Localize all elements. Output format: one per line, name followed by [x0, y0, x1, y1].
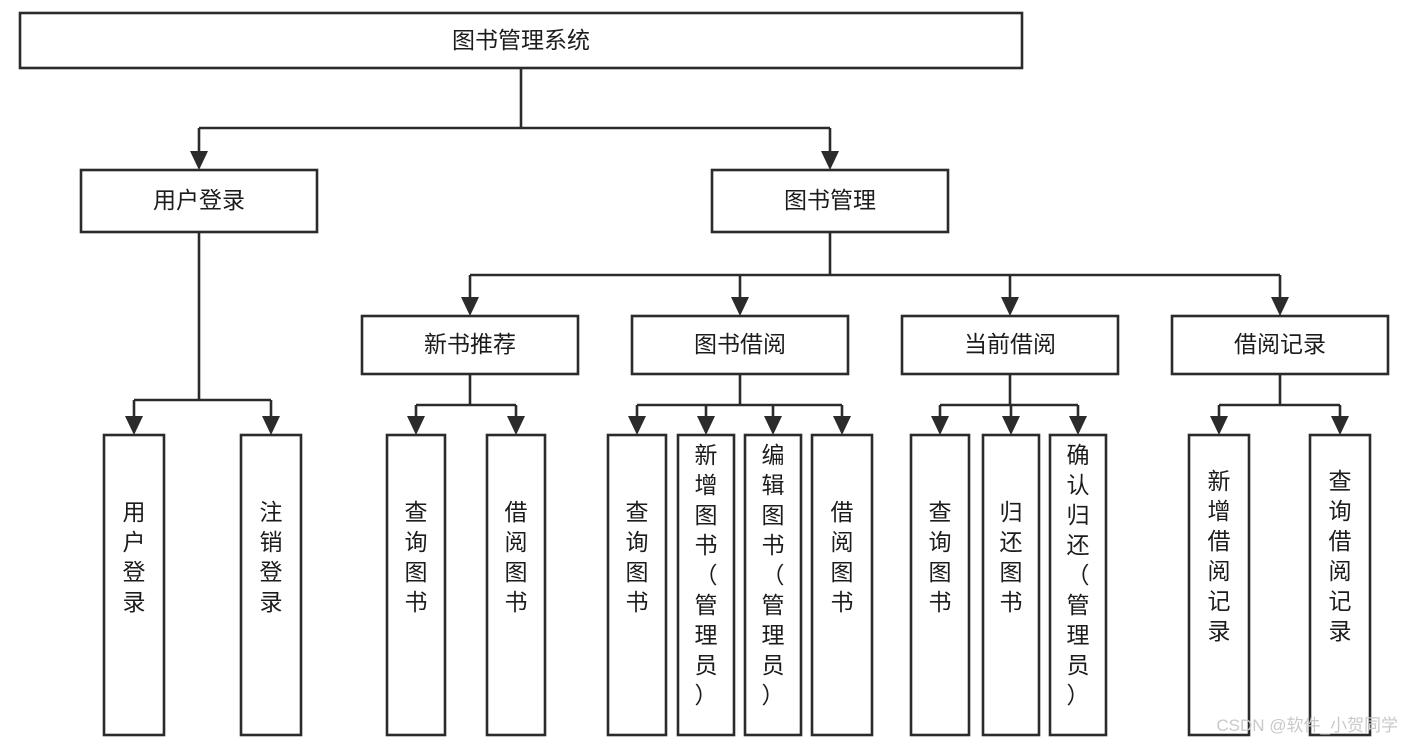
arrow-record-to-leaf-2 — [1331, 416, 1349, 435]
leaf-node-add-book-admin-label: 新增图书（管理员） — [695, 442, 718, 708]
leaf-node-query-book-rec-box — [385, 433, 447, 737]
leaf-node-return-book[interactable]: 归还图书 — [981, 433, 1041, 737]
leaf-node-add-book-admin-box — [676, 433, 736, 737]
arrow-newbook-to-leaf-2 — [507, 416, 525, 435]
arrow-bookmgmt-to-newbook — [461, 297, 479, 316]
leaf-node-add-borrow-record-box — [1187, 433, 1251, 737]
leaf-node-edit-book-admin-box — [743, 433, 803, 737]
node-book-borrow-box — [630, 314, 850, 376]
node-borrow-record-box — [1170, 314, 1390, 376]
arrow-newbook-to-leaf-1 — [407, 416, 425, 435]
leaf-node-borrow-book-label: 借阅图书 — [831, 499, 854, 615]
node-book-management-box — [710, 168, 950, 234]
leaf-node-borrow-book-rec[interactable]: 借阅图书 — [485, 433, 547, 737]
leaf-node-query-book-borrow-box — [606, 433, 668, 737]
arrow-borrow-to-leaf-1 — [628, 416, 646, 435]
leaf-node-query-book-current[interactable]: 查询图书 — [909, 433, 971, 737]
arrow-bookmgmt-to-record — [1271, 297, 1289, 316]
leaf-node-return-book-box — [981, 433, 1041, 737]
leaf-node-add-borrow-record-label: 新增借阅记录 — [1208, 468, 1231, 644]
connector-group-book-mgmt — [461, 232, 1289, 316]
leaf-node-confirm-return-admin-box — [1048, 433, 1108, 737]
node-borrow-record-label: 借阅记录 — [1234, 331, 1326, 357]
connector-group-new-book — [407, 374, 525, 435]
connector-group-borrow — [628, 374, 851, 435]
leaf-node-logout[interactable]: 注销登录 — [239, 433, 303, 737]
leaf-node-borrow-book-rec-label: 借阅图书 — [505, 499, 528, 615]
node-book-borrow[interactable]: 图书借阅 — [630, 314, 850, 376]
leaf-node-borrow-book[interactable]: 借阅图书 — [810, 433, 874, 737]
leaf-node-logout-label: 注销登录 — [260, 499, 283, 615]
node-user-login[interactable]: 用户登录 — [79, 168, 319, 234]
arrow-current-to-leaf-1 — [931, 416, 949, 435]
connector-group-root — [190, 68, 839, 170]
arrow-root-to-book-mgmt — [821, 151, 839, 170]
leaf-node-edit-book-admin[interactable]: 编辑图书（管理员） — [743, 433, 803, 737]
node-user-login-box — [79, 168, 319, 234]
node-root-box — [18, 11, 1024, 70]
arrow-current-to-leaf-2 — [1002, 416, 1020, 435]
leaf-node-query-book-rec[interactable]: 查询图书 — [385, 433, 447, 737]
leaf-node-borrow-book-box — [810, 433, 874, 737]
node-new-book-recommend-label: 新书推荐 — [424, 331, 516, 357]
leaf-node-return-book-label: 归还图书 — [1000, 499, 1023, 615]
arrow-userlogin-to-leaf-2 — [262, 416, 280, 435]
node-current-borrow-box — [900, 314, 1120, 376]
node-root-system[interactable]: 图书管理系统 — [18, 11, 1024, 70]
leaf-node-confirm-return-admin[interactable]: 确认归还（管理员） — [1048, 433, 1108, 737]
node-new-book-recommend[interactable]: 新书推荐 — [360, 314, 580, 376]
connector-group-user-login — [125, 232, 280, 435]
leaf-node-query-book-current-label: 查询图书 — [929, 499, 952, 615]
leaf-node-user-login[interactable]: 用户登录 — [102, 433, 166, 737]
arrow-userlogin-to-leaf-1 — [125, 416, 143, 435]
node-book-management-label: 图书管理 — [784, 187, 876, 213]
arrow-record-to-leaf-1 — [1210, 416, 1228, 435]
leaf-node-borrow-book-rec-box — [485, 433, 547, 737]
node-book-management[interactable]: 图书管理 — [710, 168, 950, 234]
leaf-node-add-book-admin[interactable]: 新增图书（管理员） — [676, 433, 736, 737]
csdn-watermark: CSDN @软件_小贺同学 — [1216, 716, 1398, 735]
arrow-borrow-to-leaf-3 — [764, 416, 782, 435]
leaf-node-query-book-borrow-label: 查询图书 — [626, 499, 649, 615]
leaf-node-query-borrow-record-box — [1308, 433, 1372, 737]
node-borrow-record[interactable]: 借阅记录 — [1170, 314, 1390, 376]
leaf-node-query-book-borrow[interactable]: 查询图书 — [606, 433, 668, 737]
arrow-borrow-to-leaf-4 — [833, 416, 851, 435]
arrow-bookmgmt-to-borrow — [731, 297, 749, 316]
leaf-node-query-borrow-record-label: 查询借阅记录 — [1329, 468, 1352, 644]
node-current-borrow[interactable]: 当前借阅 — [900, 314, 1120, 376]
leaf-node-query-book-rec-label: 查询图书 — [405, 499, 428, 615]
arrow-current-to-leaf-3 — [1069, 416, 1087, 435]
node-current-borrow-label: 当前借阅 — [964, 331, 1056, 357]
leaf-node-user-login-box — [102, 433, 166, 737]
leaf-node-query-borrow-record[interactable]: 查询借阅记录 — [1308, 433, 1372, 737]
leaf-node-add-borrow-record[interactable]: 新增借阅记录 — [1187, 433, 1251, 737]
leaf-node-query-book-current-box — [909, 433, 971, 737]
node-root-label: 图书管理系统 — [452, 27, 590, 53]
leaf-node-edit-book-admin-label: 编辑图书（管理员） — [762, 442, 785, 708]
arrow-borrow-to-leaf-2 — [697, 416, 715, 435]
leaf-node-user-login-label: 用户登录 — [123, 499, 146, 615]
node-book-borrow-label: 图书借阅 — [694, 331, 786, 357]
arrow-root-to-user-login — [190, 151, 208, 170]
node-user-login-label: 用户登录 — [153, 187, 245, 213]
node-new-book-recommend-box — [360, 314, 580, 376]
connector-group-current-borrow — [931, 374, 1087, 435]
arrow-bookmgmt-to-current — [1001, 297, 1019, 316]
leaf-node-logout-box — [239, 433, 303, 737]
leaf-node-confirm-return-admin-label: 确认归还（管理员） — [1067, 442, 1090, 708]
connector-group-borrow-record — [1210, 374, 1349, 435]
